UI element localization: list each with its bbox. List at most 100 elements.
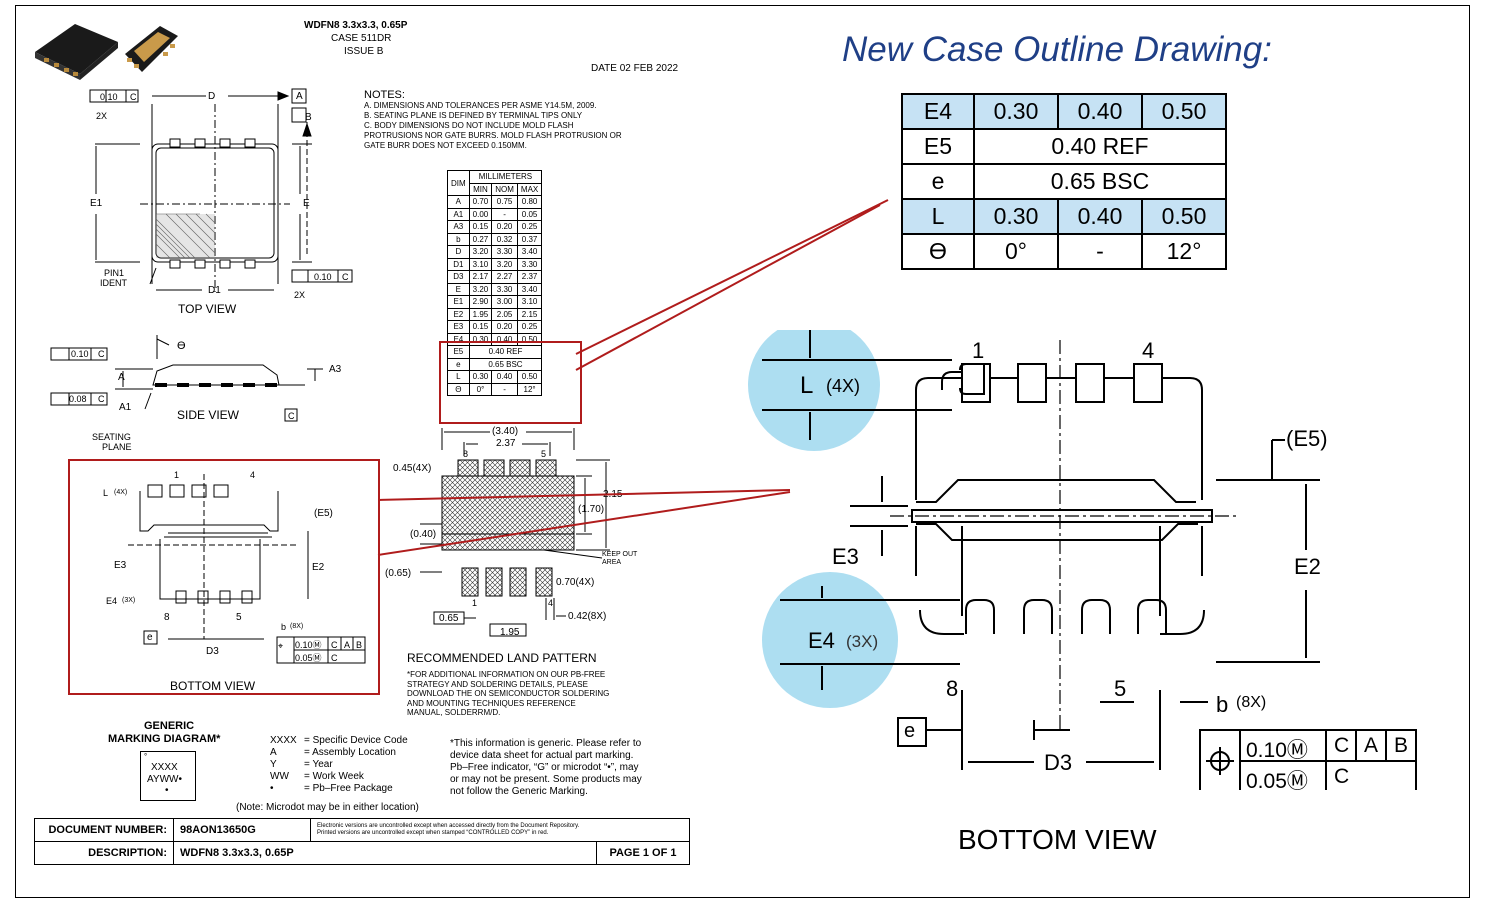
land-note-2: STRATEGY AND SOLDERING DETAILS, PLEASE (407, 679, 588, 689)
generic-note: *This information is generic. Please ref… (450, 738, 642, 798)
bottom-view-highlight (68, 459, 380, 695)
legend-val-5: = Pb–Free Package (304, 783, 393, 794)
marking-chip: ° XXXX AYWW• • (140, 751, 196, 801)
lp-070: 0.70(4X) (556, 577, 595, 588)
marking-title-1: GENERIC (144, 720, 195, 732)
bv-e4: E4 (106, 596, 118, 606)
zoom-b-8x: (8X) (1236, 694, 1267, 711)
generic-5: not follow the Generic Marking. (450, 786, 588, 797)
zoom-d3: D3 (1044, 750, 1073, 775)
dim-header: DIM (447, 170, 470, 196)
package-title: WDFN8 3.3x3.3, 0.65P (304, 20, 408, 31)
zoom-e2: E2 (1294, 554, 1321, 579)
lp-170: (1.70) (578, 504, 605, 515)
doc-description-label: DESCRIPTION: (34, 841, 174, 865)
zoom-e5: E5 (901, 128, 975, 165)
side-view-drawing (50, 335, 323, 422)
bv-fcf-1-c: C (331, 640, 338, 650)
bv-fcf-1-a: A (344, 640, 351, 650)
zoom-e5: (E5) (1286, 426, 1328, 451)
zoom-l: L (800, 372, 814, 399)
doc-repo-1: Electronic versions are uncontrolled exc… (317, 823, 580, 829)
zoom-l-max: 0.50 (1141, 198, 1227, 235)
marking-dot-top: ° (144, 752, 148, 761)
top-view-label: TOP VIEW (178, 302, 237, 316)
land-note-4: AND MOUNTING TECHNIQUES REFERENCE (407, 698, 576, 708)
bv-fcf-1: 0.10Ⓜ (295, 640, 322, 650)
slide-frame (15, 5, 1470, 898)
side-a: A (118, 372, 125, 383)
plane-label: PLANE (102, 442, 132, 452)
zoom-e4: E4 (901, 93, 975, 130)
legend-val-1: = Specific Device Code (304, 735, 408, 746)
case-number: CASE 511DR (331, 33, 392, 44)
generic-2: device data sheet for actual part markin… (450, 750, 634, 761)
marking-legend: XXXX= Specific Device Code A= Assembly L… (270, 735, 408, 795)
zoom-theta: ϴ (901, 233, 975, 270)
issue: ISSUE B (344, 46, 384, 57)
side-tol-1: 0.10 (71, 349, 89, 359)
legend-key-2: A (270, 747, 277, 758)
dim-e1: E1 (90, 198, 103, 209)
lp-237: 2.37 (496, 438, 516, 449)
zoom-1: 1 (972, 338, 985, 363)
bv-fcf-1-b: B (356, 640, 363, 650)
zoom-theta-nom: - (1057, 233, 1143, 270)
zoom-fcf-1-b: B (1394, 734, 1409, 757)
bv-e4-3x: (3X) (122, 597, 136, 604)
document-box: DOCUMENT NUMBER: 98AON13650G Electronic … (34, 818, 690, 865)
legend-val-4: = Work Week (304, 771, 364, 782)
notes-title: NOTES: (364, 89, 405, 101)
datum-b: B (305, 112, 312, 123)
lp-keep: KEEP OUT (602, 551, 638, 558)
seating-label: SEATING (92, 432, 131, 442)
note-c-2: PROTRUSIONS NOR GATE BURRS. MOLD FLASH P… (364, 131, 622, 140)
dim-e: E (303, 198, 310, 209)
land-note-3: DOWNLOAD THE ON SEMICONDUCTOR SOLDERING (407, 689, 610, 698)
land-note-1: *FOR ADDITIONAL INFORMATION ON OUR PB-FR… (407, 670, 606, 679)
dim-cell: Θ (447, 382, 470, 396)
zoom-fcf-1-a: A (1364, 734, 1379, 757)
pin1-label: PIN1 (104, 268, 125, 278)
table-highlight-box (439, 341, 582, 424)
doc-page: PAGE 1 OF 1 (596, 841, 690, 865)
bv-1: 1 (174, 470, 180, 480)
note-a: A. DIMENSIONS AND TOLERANCES PER ASME Y1… (364, 101, 597, 110)
doc-repo: Electronic versions are uncontrolled exc… (310, 818, 690, 842)
zoom-e4: E4 (808, 628, 835, 653)
bv-fcf-2: 0.05Ⓜ (295, 653, 322, 663)
zoom-fcf-2-c: C (1334, 765, 1350, 788)
bv-8: 8 (164, 612, 170, 623)
zoom-e-value: 0.65 BSC (973, 163, 1227, 200)
lp-195: 1.95 (500, 627, 520, 638)
tol-top: 0.10 (100, 92, 118, 102)
datum-a: A (296, 91, 303, 102)
side-datum-3: C (288, 411, 295, 421)
legend-key-4: WW (270, 771, 289, 782)
lp-340: (3.40) (492, 426, 519, 437)
side-a1: A1 (119, 402, 132, 413)
land-pattern-drawing (420, 428, 610, 637)
bv-b: b (281, 622, 287, 632)
side-datum-1: C (98, 349, 105, 359)
zoom-4: 4 (1142, 338, 1155, 363)
doc-repo-2: Printed versions are uncontrolled except… (317, 830, 549, 836)
zoom-l-4x: (4X) (826, 376, 861, 396)
land-note-5: MANUAL, SOLDERRM/D. (407, 708, 501, 717)
bv-fcf-2-c: C (331, 653, 338, 663)
side-theta: ϴ (177, 340, 186, 352)
zoom-e: e (901, 163, 975, 200)
lp-040: (0.40) (410, 529, 437, 540)
marking-note: (Note: Microdot may be in either locatio… (236, 802, 419, 813)
ident-label: IDENT (100, 278, 127, 288)
bv-position-symbol: ⌖ (278, 641, 284, 651)
lp-065: (0.65) (385, 568, 412, 579)
bottom-view-label: BOTTOM VIEW (170, 679, 256, 693)
lp-5: 5 (541, 449, 547, 459)
